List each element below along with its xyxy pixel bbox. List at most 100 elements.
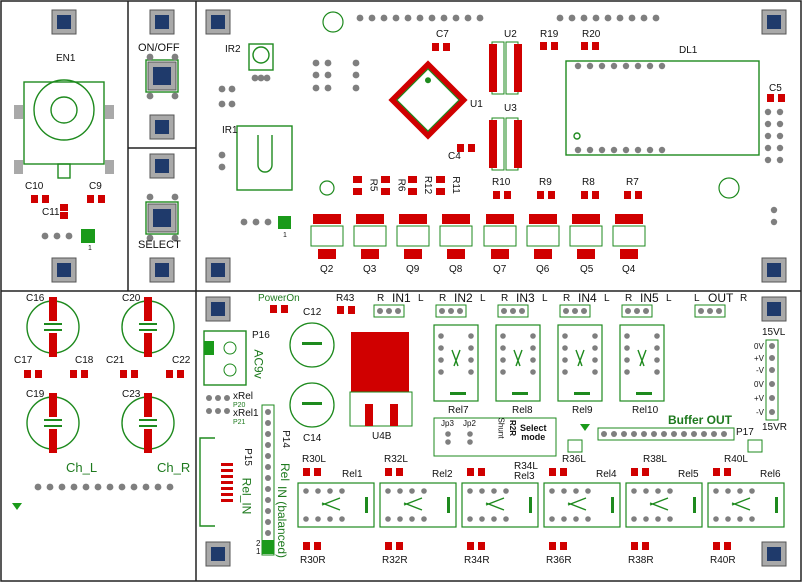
label-buffer-out: Buffer OUT xyxy=(668,413,732,427)
label-c19: C19 xyxy=(26,389,45,400)
label-r32r: R32R xyxy=(382,555,408,566)
label-r20: R20 xyxy=(582,29,601,40)
label-pin2: 2 xyxy=(256,539,261,548)
label-minusv-a: -V xyxy=(756,366,764,375)
label-in4-r: R xyxy=(563,293,571,304)
label-c11: C11 xyxy=(42,207,60,218)
label-c16: C16 xyxy=(26,293,45,304)
label-c14: C14 xyxy=(303,433,322,444)
label-q5: Q5 xyxy=(580,264,594,275)
label-q9: Q9 xyxy=(406,264,420,275)
label-q3: Q3 xyxy=(363,264,377,275)
label-rel4: Rel4 xyxy=(596,469,617,480)
label-ir2: IR2 xyxy=(225,44,241,55)
label-q8: Q8 xyxy=(449,264,463,275)
label-p20: P20 xyxy=(233,402,246,409)
label-r30l: R30L xyxy=(302,454,326,465)
label-ch-r: Ch_R xyxy=(157,460,191,475)
label-r10: R10 xyxy=(492,177,511,188)
label-r12: R12 xyxy=(422,175,434,195)
label-p15: P15 xyxy=(241,448,253,466)
label-xrel1: xRel1 xyxy=(233,408,259,419)
label-c21: C21 xyxy=(106,355,125,366)
label-r5: R5 xyxy=(367,178,379,192)
label-rel3: Rel3 xyxy=(514,471,535,482)
label-in1-l: L xyxy=(418,293,424,304)
label-in2-l: L xyxy=(480,293,486,304)
label-c10: C10 xyxy=(25,181,44,192)
label-rel6: Rel6 xyxy=(760,469,781,480)
label-r9: R9 xyxy=(539,177,552,188)
label-r38l: R38L xyxy=(643,454,667,465)
label-c4: C4 xyxy=(448,151,461,162)
label-in4-l: L xyxy=(604,293,610,304)
label-r7: R7 xyxy=(626,177,639,188)
label-p17: P17 xyxy=(736,427,754,438)
label-c7: C7 xyxy=(436,29,449,40)
label-jp2: Jp2 xyxy=(463,419,476,428)
label-poweron: PowerOn xyxy=(258,293,300,304)
label-rel10: Rel10 xyxy=(632,405,659,416)
label-in5: IN5 xyxy=(640,291,659,305)
label-rel-in: Rel_IN xyxy=(239,477,254,515)
label-r6: R6 xyxy=(395,178,407,192)
label-in3: IN3 xyxy=(516,291,535,305)
label-in-balanced: IN (balanced) xyxy=(275,485,290,559)
label-jp3: Jp3 xyxy=(441,419,454,428)
label-r11: R11 xyxy=(449,176,461,194)
label-p14: P14 xyxy=(279,430,291,448)
label-rel5: Rel5 xyxy=(678,469,699,480)
label-c17: C17 xyxy=(14,355,33,366)
label-0v-b: 0V xyxy=(754,380,764,389)
label-rel9: Rel9 xyxy=(572,405,593,416)
label-minusv-b: -V xyxy=(756,408,764,417)
label-u3: U3 xyxy=(504,103,517,114)
label-in4: IN4 xyxy=(578,291,597,305)
label-pin1-a: 1 xyxy=(88,245,92,252)
label-r8: R8 xyxy=(582,177,595,188)
label-r36r: R36R xyxy=(546,555,572,566)
label-in1: IN1 xyxy=(392,291,411,305)
label-15vr: 15VR xyxy=(762,422,788,433)
label-u1: U1 xyxy=(470,99,483,110)
label-r38r: R38R xyxy=(628,555,654,566)
label-r19: R19 xyxy=(540,29,559,40)
label-p21: P21 xyxy=(233,419,246,426)
label-ac9v: AC9v xyxy=(251,349,266,379)
label-c18: C18 xyxy=(75,355,94,366)
label-c12: C12 xyxy=(303,307,322,318)
label-u4b: U4B xyxy=(372,431,392,442)
label-r32l: R32L xyxy=(384,454,408,465)
label-r43: R43 xyxy=(336,293,355,304)
label-select-mode: Select mode xyxy=(520,423,547,442)
label-rel1: Rel1 xyxy=(342,469,363,480)
label-q6: Q6 xyxy=(536,264,550,275)
label-rel: Rel xyxy=(278,462,293,482)
label-out: OUT xyxy=(708,291,734,305)
label-xrel: xRel xyxy=(233,391,254,402)
label-q7: Q7 xyxy=(493,264,507,275)
label-in5-l: L xyxy=(666,293,672,304)
label-out-r: R xyxy=(740,293,748,304)
label-in3-l: L xyxy=(542,293,548,304)
label-pin1-c: 1 xyxy=(256,547,261,556)
label-in5-r: R xyxy=(625,293,633,304)
label-p16: P16 xyxy=(252,330,270,341)
label-en1: EN1 xyxy=(56,53,76,64)
label-plusv-b: +V xyxy=(754,394,765,403)
label-rel7: Rel7 xyxy=(448,405,469,416)
label-in2-r: R xyxy=(439,293,447,304)
label-out-l: L xyxy=(694,293,700,304)
label-shunt: Shunt xyxy=(496,417,506,439)
label-c5: C5 xyxy=(769,83,782,94)
label-plusv-a: +V xyxy=(754,354,765,363)
label-select: SELECT xyxy=(138,239,181,251)
label-r40l: R40L xyxy=(724,454,748,465)
label-pin1-b: 1 xyxy=(283,232,287,239)
label-15vl: 15VL xyxy=(762,327,786,338)
label-c9: C9 xyxy=(89,181,102,192)
label-ch-l: Ch_L xyxy=(66,460,98,475)
label-r34l: R34L xyxy=(514,461,538,472)
